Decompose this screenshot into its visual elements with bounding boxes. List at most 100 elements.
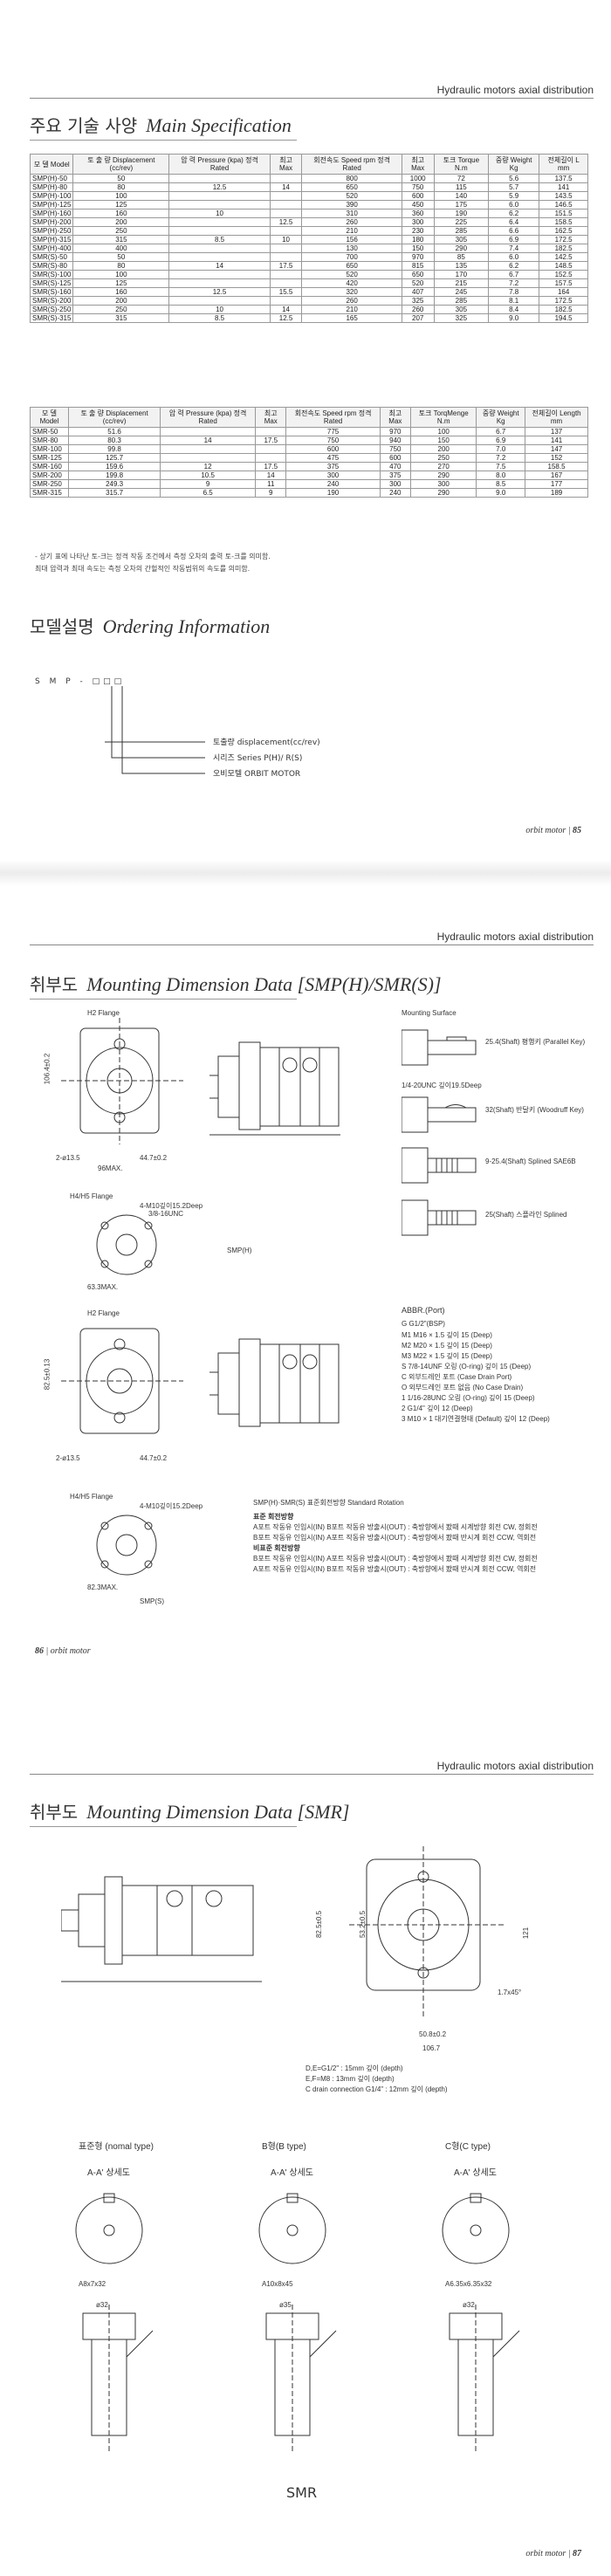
footer-brand: orbit motor bbox=[50, 1646, 91, 1656]
table-cell: 315.7 bbox=[67, 488, 161, 498]
page-separator bbox=[0, 860, 611, 886]
table-cell: 14 bbox=[168, 261, 271, 271]
shaft-section-drawing bbox=[442, 2193, 510, 2264]
ordering-leader-lines bbox=[105, 686, 205, 774]
table-cell: 152 bbox=[525, 453, 588, 463]
spec-note-1: - 상기 표에 나타난 토-크는 정격 작동 조건에서 측정 오차의 출력 토-… bbox=[35, 553, 271, 560]
table-cell: 290 bbox=[409, 471, 477, 480]
table-cell: 115 bbox=[433, 182, 490, 192]
shaft-profile-drawing bbox=[82, 2305, 154, 2453]
rotation-item: A포트 작동유 인입시(IN) B포트 작동유 방출시(OUT) : 축방향에서… bbox=[253, 1523, 538, 1531]
column-header: 토 출 량 Displacement (cc/rev) bbox=[72, 154, 170, 175]
table-cell: 400 bbox=[72, 244, 170, 253]
table-cell: 125 bbox=[72, 200, 170, 210]
table-cell bbox=[168, 217, 271, 227]
table-cell: 285 bbox=[433, 296, 490, 306]
spline-label: A10x8x45 bbox=[262, 2280, 293, 2288]
title-rule bbox=[30, 1826, 297, 1827]
table-cell: 750 bbox=[379, 444, 412, 454]
column-header: 최고 Max bbox=[255, 407, 287, 428]
table-cell: 600 bbox=[379, 453, 412, 463]
table-cell bbox=[269, 174, 303, 183]
table-cell: SMP(H)-80 bbox=[29, 182, 74, 192]
shaft-detail-3 bbox=[402, 1147, 477, 1184]
table-cell: 600 bbox=[285, 444, 381, 454]
table-cell: 7.4 bbox=[488, 244, 540, 253]
abbr-item: G G1/2"(BSP) bbox=[402, 1320, 445, 1328]
abbr-title: ABBR.(Port) bbox=[402, 1306, 445, 1315]
h2-flange-label: H2 Flange bbox=[87, 1009, 120, 1017]
page-number: 87 bbox=[573, 2549, 581, 2559]
table-cell: 6.6 bbox=[488, 226, 540, 236]
table-cell: 9 bbox=[255, 488, 287, 498]
table-cell: 207 bbox=[401, 313, 435, 323]
table-cell: 50 bbox=[72, 174, 170, 183]
column-header: 중량 Weight Kg bbox=[476, 407, 526, 428]
table-cell: 80 bbox=[72, 182, 170, 192]
table-cell: 8.4 bbox=[488, 305, 540, 314]
spline-label: A8x7x32 bbox=[79, 2280, 106, 2288]
table-cell: SMP(H)-400 bbox=[29, 244, 74, 253]
table-cell: 14 bbox=[269, 305, 303, 314]
table-cell bbox=[269, 278, 303, 288]
table-cell: 17.5 bbox=[269, 261, 303, 271]
table-cell: 72 bbox=[433, 174, 490, 183]
key-5: 25(Shaft) 스플라인 Splined bbox=[485, 1211, 567, 1219]
table-cell: 7.5 bbox=[476, 462, 526, 471]
motor-side-view-2 bbox=[209, 1338, 340, 1427]
table-cell: SMP(H)-200 bbox=[29, 217, 74, 227]
smr-front-view bbox=[349, 1846, 506, 2016]
h4-flange-drawing-2 bbox=[96, 1515, 157, 1576]
dim-82: 82.5±0.13 bbox=[43, 1358, 51, 1391]
table-cell: 130 bbox=[301, 244, 402, 253]
table-cell: SMR-100 bbox=[30, 444, 69, 454]
table-cell: 300 bbox=[379, 479, 412, 489]
column-header: 압 력 Pressure (kpa) 정격 Rated bbox=[160, 407, 257, 428]
table-cell: 100 bbox=[72, 191, 170, 201]
table-cell: SMR(S)-80 bbox=[29, 261, 74, 271]
table-cell bbox=[160, 444, 257, 454]
key-2: 1/4-20UNC 깊이19.5Deep bbox=[402, 1082, 482, 1089]
key-1: 25.4(Shaft) 평행키 (Parallel Key) bbox=[485, 1038, 586, 1046]
dim-d2: 53.2±0.5 bbox=[359, 1910, 367, 1939]
table-cell: 140 bbox=[433, 191, 490, 201]
table-cell: 157.5 bbox=[539, 278, 588, 288]
shaft-profile-drawing bbox=[265, 2305, 337, 2453]
column-header: 전체길이 L mm bbox=[539, 154, 588, 175]
table-cell: 148.5 bbox=[539, 261, 588, 271]
table-cell: 970 bbox=[379, 427, 412, 436]
abbr-item: M3 M22 × 1.5 깊이 15 (Deep) bbox=[402, 1352, 492, 1360]
table-cell bbox=[269, 209, 303, 218]
table-cell: SMP(H)-50 bbox=[29, 174, 74, 183]
table-cell bbox=[168, 200, 271, 210]
ordering-title-ko: 모델설명 bbox=[30, 616, 94, 637]
table-cell: SMP(H)-160 bbox=[29, 209, 74, 218]
abbr-item: 1 1/16-28UNC 오링 (O-ring) 깊이 15 (Deep) bbox=[402, 1394, 535, 1402]
column-header: 최고 Max bbox=[379, 407, 412, 428]
table-cell: 10 bbox=[168, 305, 271, 314]
table-cell: 175 bbox=[433, 200, 490, 210]
table-cell: 270 bbox=[409, 462, 477, 471]
column-header: 회전속도 Speed rpm 정격 Rated bbox=[301, 154, 402, 175]
table-cell: 600 bbox=[401, 191, 435, 201]
page-footer: 86 | orbit motor bbox=[35, 1646, 91, 1656]
table-cell: 160 bbox=[72, 287, 170, 297]
abbr-item: M2 M20 × 1.5 깊이 15 (Deep) bbox=[402, 1342, 492, 1350]
type-title: C형(C type) bbox=[445, 2142, 491, 2152]
table-cell: 141 bbox=[525, 436, 588, 445]
table-cell: 970 bbox=[401, 252, 435, 262]
table-cell: 137 bbox=[525, 427, 588, 436]
shaft-detail-2 bbox=[402, 1096, 477, 1133]
